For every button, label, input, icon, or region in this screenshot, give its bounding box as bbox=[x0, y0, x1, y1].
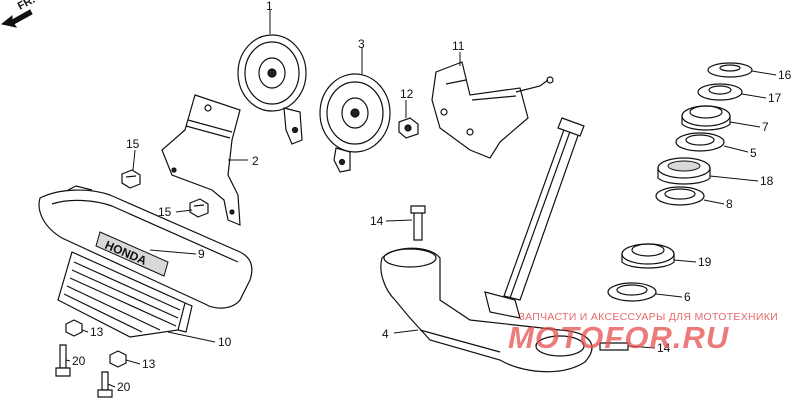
seal-19 bbox=[621, 243, 675, 269]
label-2: 2 bbox=[252, 154, 259, 168]
label-6: 6 bbox=[684, 290, 691, 304]
horn-1 bbox=[237, 34, 307, 145]
nut-13-upper bbox=[65, 319, 83, 337]
bolt-20-lower bbox=[97, 371, 113, 398]
label-9: 9 bbox=[198, 247, 205, 261]
horn-3 bbox=[319, 73, 391, 173]
race-6 bbox=[607, 282, 657, 302]
steering-stem-4 bbox=[380, 117, 593, 373]
label-1: 1 bbox=[266, 0, 273, 13]
front-cover-9: HONDA bbox=[38, 185, 253, 309]
grommet-12 bbox=[398, 117, 419, 139]
label-20-upper: 20 bbox=[72, 354, 86, 368]
label-15-upper: 15 bbox=[126, 137, 140, 151]
race-5 bbox=[675, 132, 725, 152]
nut-13-lower bbox=[109, 350, 127, 368]
label-19: 19 bbox=[698, 255, 712, 269]
label-13-upper: 13 bbox=[90, 325, 104, 339]
lock-washer-16 bbox=[707, 62, 753, 78]
bolt-14-upper bbox=[410, 205, 426, 241]
label-14-lower: 14 bbox=[657, 341, 671, 355]
grille-10 bbox=[57, 251, 193, 338]
label-18: 18 bbox=[760, 174, 774, 188]
nut-17 bbox=[697, 83, 743, 101]
race-7 bbox=[681, 105, 731, 131]
bolt-14-lower bbox=[599, 342, 629, 351]
label-14-upper: 14 bbox=[370, 214, 384, 228]
label-8: 8 bbox=[726, 197, 733, 211]
label-7: 7 bbox=[762, 120, 769, 134]
leader-lines bbox=[65, 10, 777, 388]
front-arrow: FR. bbox=[0, 0, 37, 28]
bearing-18 bbox=[657, 157, 711, 185]
front-arrow-icon bbox=[0, 9, 33, 28]
label-10: 10 bbox=[218, 335, 232, 349]
bracket-11 bbox=[431, 61, 554, 159]
label-13-lower: 13 bbox=[142, 357, 156, 371]
label-4: 4 bbox=[382, 327, 389, 341]
race-8 bbox=[655, 186, 705, 206]
label-12: 12 bbox=[400, 87, 414, 101]
label-11: 11 bbox=[452, 39, 465, 53]
bolt-20-upper bbox=[55, 344, 71, 377]
front-arrow-label: FR. bbox=[16, 0, 37, 13]
label-16: 16 bbox=[778, 68, 792, 82]
nut-15-lower bbox=[189, 198, 209, 218]
label-5: 5 bbox=[750, 146, 757, 160]
horn-bracket-2 bbox=[161, 94, 241, 226]
watermark-line: ЗАПЧАСТИ И АКСЕССУАРЫ ДЛЯ МОТОТЕХНИКИ bbox=[518, 311, 778, 323]
label-17: 17 bbox=[768, 91, 782, 105]
part-labels: 1 2 3 4 5 6 7 8 9 10 11 12 13 13 14 14 1… bbox=[72, 0, 792, 394]
nut-15-upper bbox=[121, 169, 141, 189]
label-20-lower: 20 bbox=[117, 380, 131, 394]
label-15-lower: 15 bbox=[158, 205, 172, 219]
watermark-brand: MOTOFOR.RU bbox=[508, 320, 730, 355]
label-3: 3 bbox=[358, 37, 365, 51]
